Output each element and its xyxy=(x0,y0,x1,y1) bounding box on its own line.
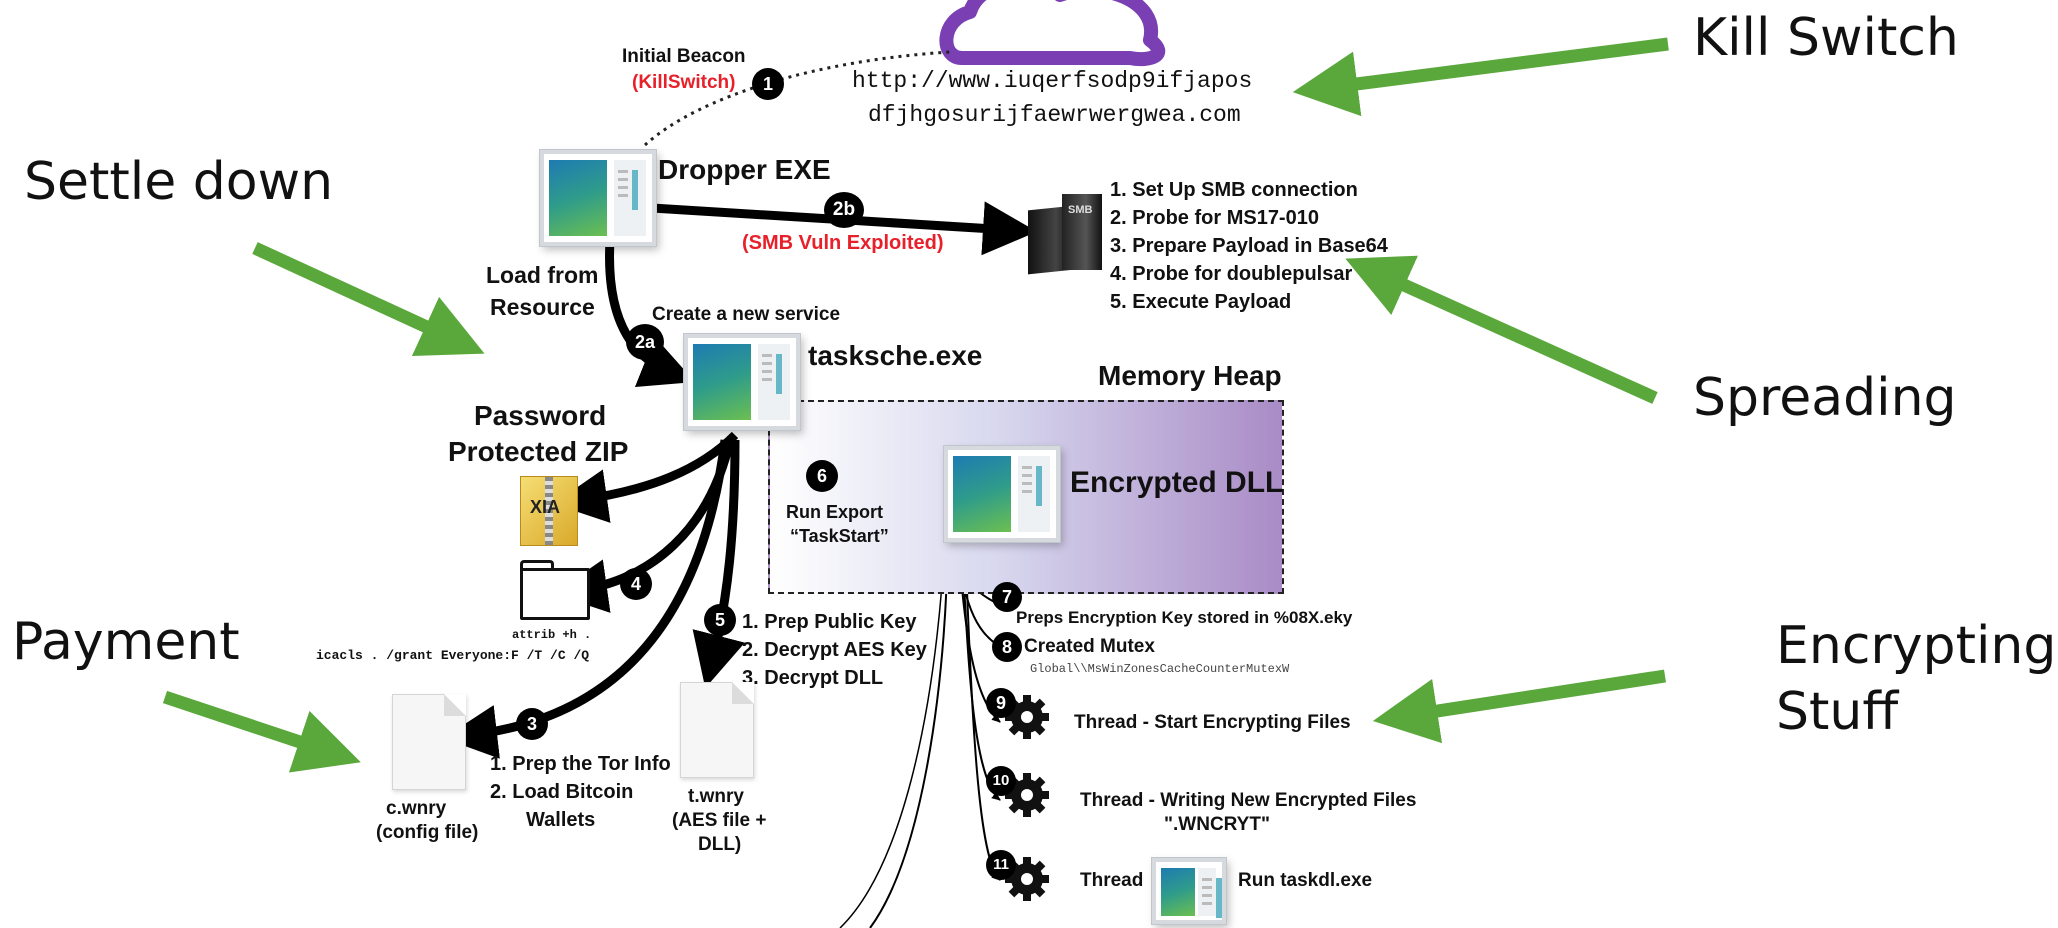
annotation-payment: Payment xyxy=(12,612,240,672)
run-export-line1: Run Export xyxy=(786,502,883,522)
annotation-arrow-settle-down xyxy=(252,242,485,356)
smb-steps-list: 1. Set Up SMB connection 2. Probe for MS… xyxy=(1110,176,1388,316)
annotation-kill-switch: Kill Switch xyxy=(1693,8,1959,68)
cloud-icon xyxy=(939,0,1166,67)
step-badge-8: 8 xyxy=(992,632,1022,662)
beacon-killswitch-label: (KillSwitch) xyxy=(632,72,736,93)
load-from-label-line2: Resource xyxy=(490,294,595,320)
step-badge-5: 5 xyxy=(704,604,736,636)
t-wnry-desc-line2: DLL) xyxy=(698,834,742,855)
step-badge-4: 4 xyxy=(620,568,652,600)
dropper-exe-label: Dropper EXE xyxy=(658,154,831,185)
smb-step: 3. Prepare Payload in Base64 xyxy=(1110,235,1388,257)
thread-start-encrypting: Thread - Start Encrypting Files xyxy=(1074,712,1351,733)
decrypt-step: 3. Decrypt DLL xyxy=(742,667,884,689)
step-badge-10: 10 xyxy=(986,766,1016,796)
thread-writing-files: Thread - Writing New Encrypted Files xyxy=(1080,790,1417,811)
annotation-arrow-kill-switch xyxy=(1292,37,1669,117)
t-wnry-file-icon xyxy=(680,682,754,778)
step-badge-3: 3 xyxy=(516,708,548,740)
step-badge-6: 6 xyxy=(806,460,838,492)
smb-server-icon: SMB xyxy=(1028,190,1104,275)
smb-step: 2. Probe for MS17-010 xyxy=(1110,207,1319,229)
step-badge-7: 7 xyxy=(992,582,1022,612)
config-steps-list: 1. Prep the Tor Info 2. Load Bitcoin Wal… xyxy=(490,750,671,834)
encrypted-dll-label: Encrypted DLL xyxy=(1070,466,1284,499)
decrypt-step: 1. Prep Public Key xyxy=(742,611,917,633)
decrypt-step: 2. Decrypt AES Key xyxy=(742,639,927,661)
c-wnry-file-icon xyxy=(392,694,466,790)
c-wnry-filename: c.wnry xyxy=(386,798,447,819)
folder-cmd-attrib: attrib +h . xyxy=(512,628,592,642)
config-step: 2. Load Bitcoin xyxy=(490,781,634,803)
smb-step: 5. Execute Payload xyxy=(1110,291,1292,313)
run-taskdl-label: Run taskdl.exe xyxy=(1238,870,1373,891)
step-badge-9: 9 xyxy=(986,688,1016,718)
thread-run-label: Thread xyxy=(1080,870,1144,891)
tasksche-exe-label: tasksche.exe xyxy=(808,340,983,371)
folder-cmd-icacls: icacls . /grant Everyone:F /T /C /Q xyxy=(316,648,590,663)
step-badge-11: 11 xyxy=(986,850,1016,880)
dropper-exe-window-icon xyxy=(540,150,656,246)
killswitch-url-line1: http://www.iuqerfsodp9ifjapos xyxy=(852,68,1253,94)
annotation-arrow-payment xyxy=(162,690,361,773)
annotation-arrow-encrypting xyxy=(1372,669,1666,744)
zip-label-line2: Protected ZIP xyxy=(448,436,629,467)
mutex-text: Created Mutex xyxy=(1024,636,1155,657)
beacon-title: Initial Beacon xyxy=(622,46,746,67)
t-wnry-filename: t.wnry xyxy=(688,786,744,807)
mutex-name: Global\\MsWinZonesCacheCounterMutexW xyxy=(1030,662,1290,676)
zip-archive-icon: XIA xyxy=(520,476,578,546)
annotation-spreading: Spreading xyxy=(1693,368,1957,428)
smb-step: 4. Probe for doublepulsar xyxy=(1110,263,1353,285)
arrow-tasksche-twnry xyxy=(692,439,745,689)
annotation-encrypting-line1: Encrypting xyxy=(1776,616,2057,676)
gear-icon xyxy=(1005,773,1049,817)
thread-wncryt-ext: ".WNCRYT" xyxy=(1164,814,1270,835)
gear-icon xyxy=(1005,695,1049,739)
config-step: 1. Prep the Tor Info xyxy=(490,753,671,775)
load-from-label-line1: Load from xyxy=(486,262,599,288)
annotation-arrow-spreading xyxy=(1345,255,1658,404)
c-wnry-desc: (config file) xyxy=(376,822,479,843)
taskdl-window-icon xyxy=(1152,858,1226,924)
decrypt-steps-list: 1. Prep Public Key 2. Decrypt AES Key 3.… xyxy=(742,608,927,692)
smb-step: 1. Set Up SMB connection xyxy=(1110,179,1358,201)
folder-icon xyxy=(520,560,590,620)
gear-icon xyxy=(1005,857,1049,901)
annotation-settle-down: Settle down xyxy=(24,152,334,212)
memory-heap-label: Memory Heap xyxy=(1098,360,1282,391)
t-wnry-desc-line1: (AES file + xyxy=(672,810,767,831)
step-badge-1: 1 xyxy=(752,68,784,100)
step-badge-2b: 2b xyxy=(824,192,864,228)
create-service-label: Create a new service xyxy=(652,304,841,325)
config-step: Wallets xyxy=(526,809,596,831)
step-badge-2a: 2a xyxy=(626,324,664,360)
annotation-encrypting-line2: Stuff xyxy=(1776,682,1899,742)
encryption-key-text: Preps Encryption Key stored in %08X.eky xyxy=(1016,608,1353,627)
run-export-line2: “TaskStart” xyxy=(790,526,889,546)
tasksche-window-icon xyxy=(684,334,800,430)
killswitch-url-line2: dfjhgosurijfaewrwergwea.com xyxy=(868,102,1241,128)
beacon-dotted-line xyxy=(643,50,951,147)
encrypted-dll-window-icon xyxy=(944,446,1060,542)
zip-label-line1: Password xyxy=(474,400,607,431)
smb-exploit-label: (SMB Vuln Exploited) xyxy=(742,232,944,254)
